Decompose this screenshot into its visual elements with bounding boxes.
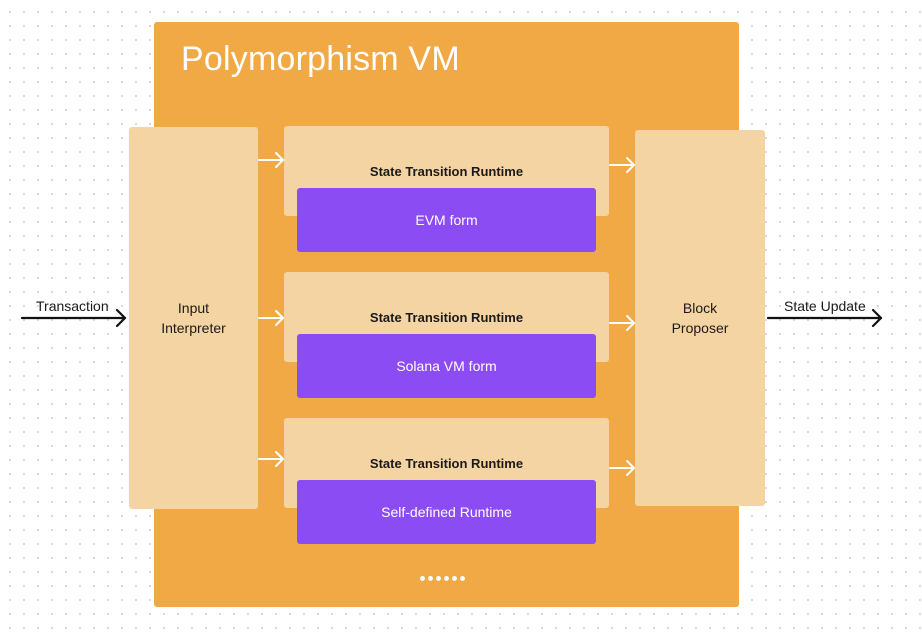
ellipsis-dot (444, 576, 449, 581)
block-proposer-box: Block Proposer (635, 130, 765, 506)
runtime-box-evm: EVM form (297, 188, 596, 252)
stage1-to-proposer-arrow-icon (609, 157, 635, 173)
ellipsis-dot (460, 576, 465, 581)
input-interpreter-label-line1: Input (177, 300, 210, 316)
interpreter-to-stage2-arrow-icon (258, 310, 284, 326)
block-proposer-label-line1: Block (682, 300, 718, 316)
runtime-box-solana: Solana VM form (297, 334, 596, 398)
ellipsis-dot (436, 576, 441, 581)
ellipsis-dot (452, 576, 457, 581)
stage-title: State Transition Runtime (369, 456, 524, 471)
transaction-arrow-icon (20, 308, 127, 328)
stage2-to-proposer-arrow-icon (609, 315, 635, 331)
transaction-label: Transaction (36, 298, 109, 314)
block-proposer-label-line2: Proposer (671, 320, 729, 336)
diagram-title: Polymorphism VM (181, 40, 460, 78)
state-transition-stage-1: State Transition Runtime EVM form (284, 126, 609, 252)
interpreter-to-stage1-arrow-icon (258, 152, 284, 168)
stage3-to-proposer-arrow-icon (609, 460, 635, 476)
state-transition-stage-3: State Transition Runtime Self-defined Ru… (284, 418, 609, 544)
interpreter-to-stage3-arrow-icon (258, 451, 284, 467)
stage-title: State Transition Runtime (369, 310, 524, 325)
state-transition-stage-2: State Transition Runtime Solana VM form (284, 272, 609, 398)
input-interpreter-label-line2: Interpreter (161, 320, 226, 336)
more-indicator-dots (420, 576, 465, 581)
ellipsis-dot (420, 576, 425, 581)
input-interpreter-box: Input Interpreter (129, 127, 258, 509)
state-update-label: State Update (784, 298, 866, 314)
stage-title: State Transition Runtime (369, 164, 524, 179)
runtime-box-self-defined: Self-defined Runtime (297, 480, 596, 544)
state-update-arrow-icon (766, 308, 883, 328)
ellipsis-dot (428, 576, 433, 581)
